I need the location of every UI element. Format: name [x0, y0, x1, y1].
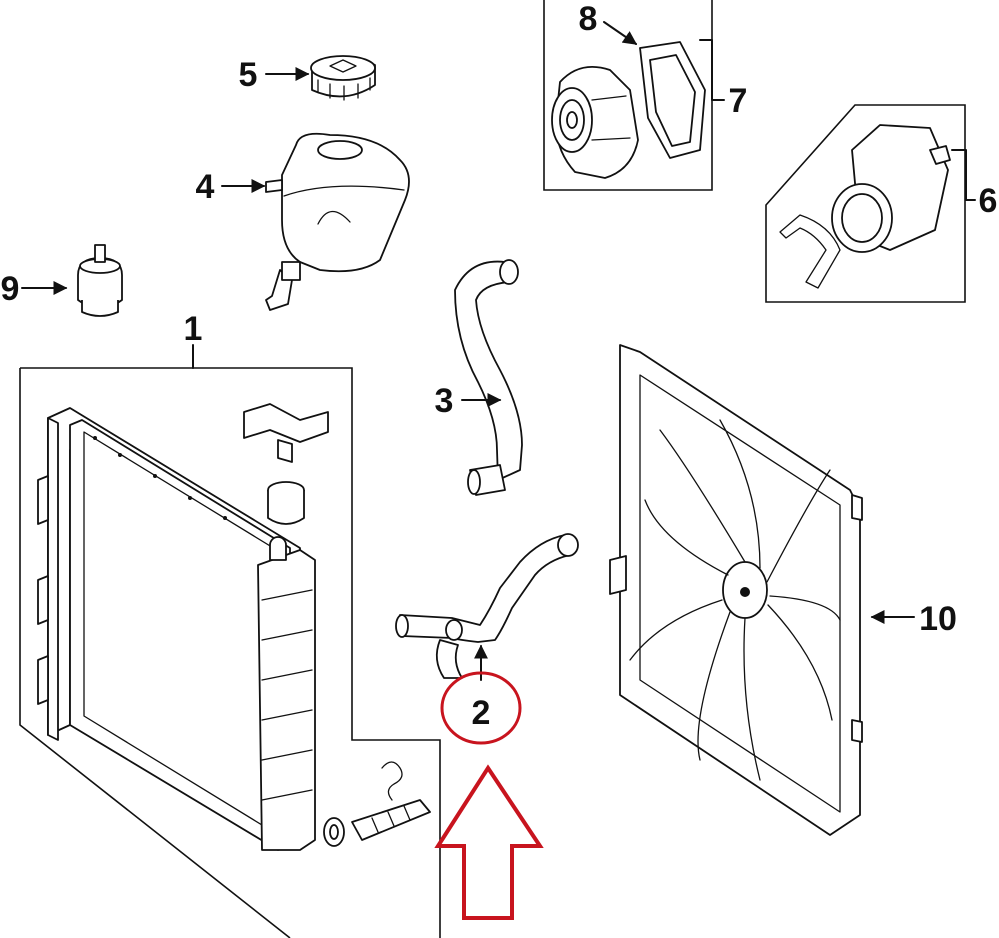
fan-shroud [609, 344, 863, 836]
water-pump [551, 66, 639, 179]
lower-hose [395, 533, 579, 679]
radiator [37, 407, 316, 851]
upper-hose [454, 259, 523, 496]
callout-9: 9 [1, 270, 20, 308]
pump-gasket [639, 41, 706, 159]
callout-7: 7 [729, 82, 748, 120]
expansion-tank [265, 132, 410, 311]
callout-5: 5 [239, 56, 258, 94]
radiator-grommet [267, 481, 305, 525]
retaining-clip [779, 214, 841, 289]
auxiliary-pump [77, 244, 123, 317]
red-pointer-arrow-icon [434, 764, 544, 920]
drain-plug-assembly [323, 761, 431, 847]
callout-10: 10 [919, 600, 957, 638]
callout-8: 8 [579, 0, 598, 38]
leader-lines [21, 21, 976, 681]
reservoir-cap [310, 55, 376, 101]
thermostat-box [765, 104, 966, 303]
callout-3: 3 [435, 382, 454, 420]
radiator-bracket [243, 403, 329, 463]
callout-2: 2 [472, 694, 491, 732]
thermostat-housing [831, 124, 951, 253]
callout-6: 6 [979, 182, 998, 220]
highlight-circle-marker [440, 671, 522, 745]
callout-4: 4 [196, 168, 215, 206]
radiator-group-outline [19, 344, 441, 938]
callout-1: 1 [184, 310, 203, 348]
